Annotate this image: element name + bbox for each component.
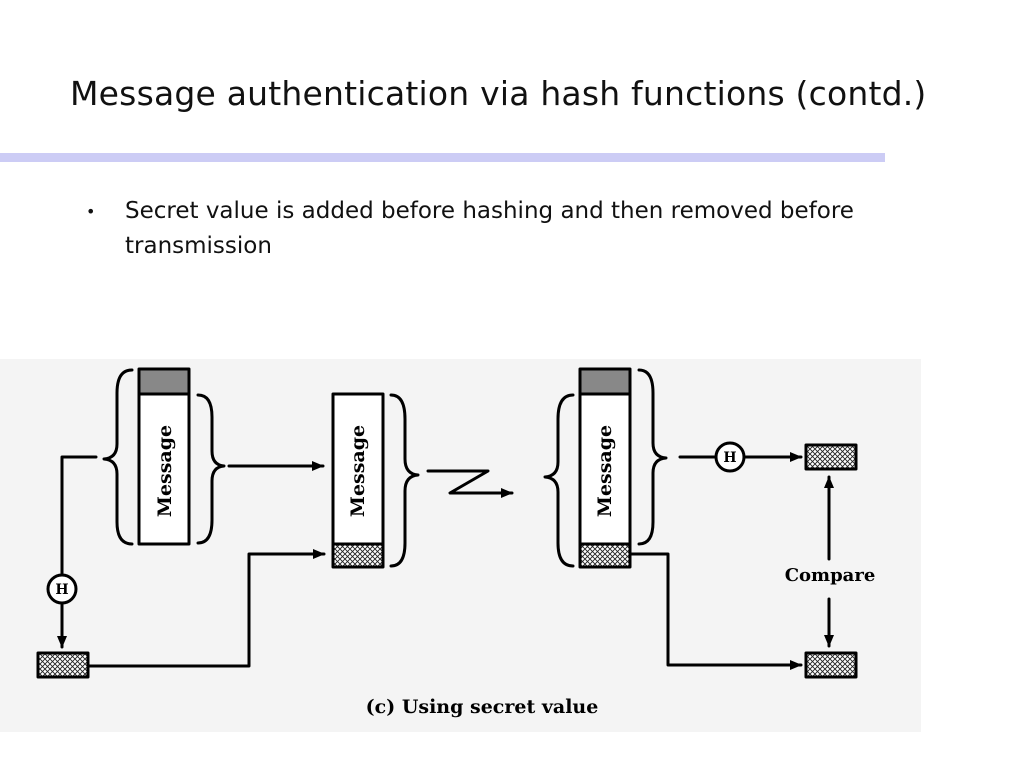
bullet-text: Secret value is added before hashing and… xyxy=(125,198,854,259)
received-message-label: Message xyxy=(594,425,616,517)
received-left-brace xyxy=(543,393,575,568)
computed-hash-block xyxy=(804,443,858,471)
received-secret-block xyxy=(578,367,632,396)
message-label: Message xyxy=(154,425,176,517)
receiver-hash-label: H xyxy=(723,450,736,466)
left-brace xyxy=(102,368,134,546)
right-brace xyxy=(196,393,226,545)
received-hash-block xyxy=(578,542,632,569)
diagram-caption: (c) Using secret value xyxy=(366,696,599,718)
secret-value-block xyxy=(137,367,191,396)
bullet-dot-icon: • xyxy=(86,202,96,221)
transmission-channel xyxy=(426,469,497,495)
compare-label: Compare xyxy=(785,565,876,586)
transmitted-hash-block xyxy=(331,542,385,569)
hash-diagram: Message Message Message H H Compare (c) … xyxy=(0,359,921,732)
title-divider xyxy=(0,153,885,162)
transmitted-message-label: Message xyxy=(347,425,369,517)
message-block xyxy=(137,392,191,546)
transmitted-message-block xyxy=(331,392,385,546)
hash-label: H xyxy=(55,582,68,598)
transmitted-brace xyxy=(389,393,420,568)
hash-function-icon xyxy=(46,573,78,605)
bullet-list: • Secret value is added before hashing an… xyxy=(86,194,896,264)
slide-title: Message authentication via hash function… xyxy=(70,74,927,113)
received-right-brace xyxy=(637,368,668,546)
bullet-item: • Secret value is added before hashing an… xyxy=(86,194,896,264)
received-message-block xyxy=(578,392,632,546)
received-hash-compare-block xyxy=(804,651,858,679)
hash-code-block xyxy=(36,651,90,679)
